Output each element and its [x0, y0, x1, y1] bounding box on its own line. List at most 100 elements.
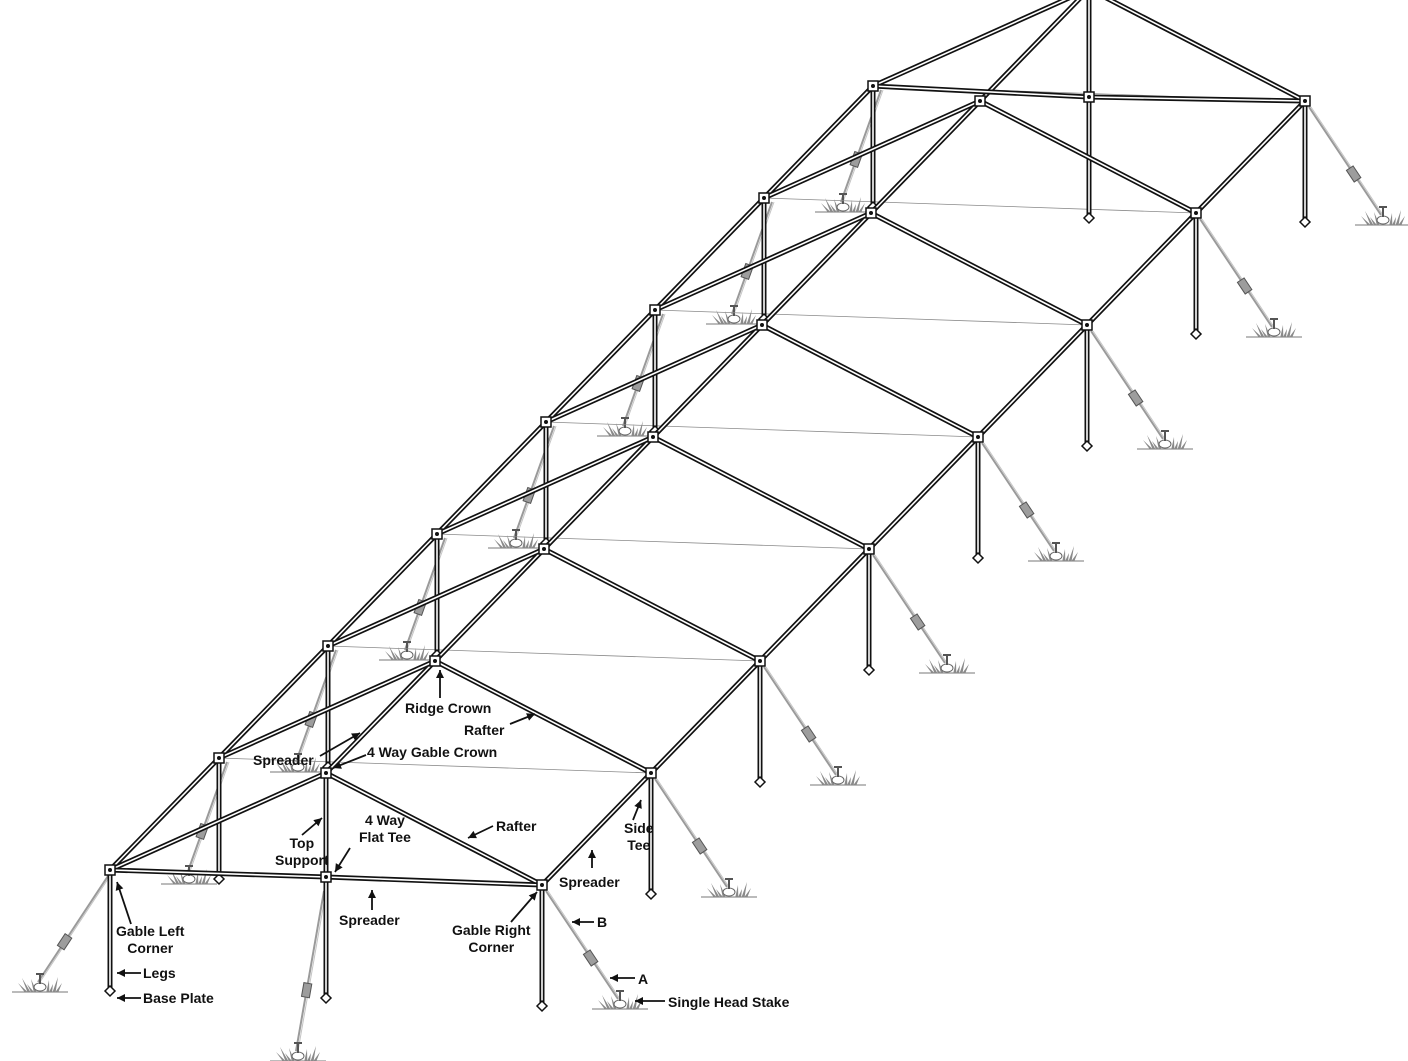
guy-left-3-ground-stake-blade-4	[413, 648, 417, 660]
guy-left-front-ground-stake-blade-7	[55, 983, 62, 992]
guy-left-3-ground-stake-blade-0	[385, 651, 395, 660]
guy-left-3-ground-stake-blade-2	[394, 652, 401, 660]
arrow-spreader-right	[588, 850, 596, 868]
guy-right-1-ratchet	[691, 837, 708, 855]
guy-left-7-strap-edge	[842, 89, 884, 203]
ridge-spreader-5-core	[870, 100, 981, 214]
arrow-4-way-gable-crown-head	[333, 761, 342, 769]
guy-right-5-strap	[1090, 330, 1164, 440]
label-legs: Legs	[143, 965, 176, 981]
arrow-rafter-lower	[467, 825, 494, 839]
guy-gable-front	[295, 890, 327, 1052]
guy-left-1-ground-stake-blade-2	[176, 876, 183, 884]
label-single-head-stake: Single Head Stake	[668, 994, 790, 1010]
arrow-single-head-stake-head	[635, 997, 643, 1005]
rafter-left-0-core	[109, 772, 327, 871]
guy-left-2-ground-stake-blade-7	[313, 763, 320, 772]
spreader-right-3-core	[868, 436, 979, 550]
guy-gable-front-ground-stake-blade-1	[280, 1047, 289, 1061]
guy-left-5-ground-stake	[597, 417, 653, 437]
spreader-left-2-core	[327, 533, 438, 647]
leg-right-7-base-plate	[1298, 215, 1312, 229]
guy-right-3-ground-stake-ring	[940, 663, 954, 673]
guy-right-1-ground-stake-blade-4	[735, 885, 739, 897]
guy-left-3-strap-edge	[406, 537, 448, 651]
guy-right-0-ground-stake-blade-1	[602, 995, 611, 1009]
guy-right-2-ground-stake-blade-4	[844, 773, 848, 785]
fitting-right-3-bolt	[867, 547, 871, 551]
guy-left-2-ground-stake-blade-0	[276, 763, 286, 772]
guy-left-6-ground-stake-blade-2	[721, 316, 728, 324]
guy-left-7-ground-stake-blade-1	[825, 198, 834, 212]
gable-rear-spreader-right-core	[1088, 96, 1306, 102]
guy-right-5-ground-stake	[1137, 430, 1193, 450]
guy-right-6-ground-stake-ring	[1267, 327, 1281, 337]
guy-left-4-ground-stake	[488, 529, 544, 549]
fitting-crown-1-bolt	[433, 659, 437, 663]
fitting-right-1-bolt	[649, 771, 653, 775]
leg-right-0-base-plate	[535, 999, 549, 1013]
label-base-plate: Base Plate	[143, 990, 214, 1006]
guy-right-1-strap-edge	[656, 778, 730, 888]
guy-right-2-ground-stake-blade-1	[820, 771, 829, 785]
arrow-rafter-upper	[509, 713, 536, 725]
tent-frame	[103, 0, 1312, 1013]
eave-line-1	[218, 757, 652, 774]
guy-left-5-ground-stake-blade-0	[603, 427, 613, 436]
guy-right-1-ground-stake-blade-1	[711, 883, 720, 897]
spreader-left-5-core	[654, 197, 765, 311]
ridge-spreader-0-core	[325, 660, 436, 774]
label-top-support-line1: Top	[289, 835, 315, 851]
fitting-rear-flat-tee-bolt	[1087, 95, 1091, 99]
guy-right-6-ground-stake-blade-4	[1280, 325, 1284, 337]
guy-right-2-ground-stake-blade-2	[825, 777, 832, 785]
spreader-left-0-core	[109, 757, 220, 871]
guy-right-7-strap	[1308, 106, 1382, 216]
guy-right-4-ground-stake-blade-7	[1071, 552, 1078, 561]
label-gable-left-corner-line2: Corner	[127, 940, 174, 956]
arrow-single-head-stake	[635, 997, 665, 1005]
guy-left-3-ground-stake	[379, 641, 435, 661]
guy-left-3-ground-stake-blade-6	[419, 645, 425, 660]
arrow-gable-right-corner	[510, 891, 538, 923]
arrow-marker-b	[572, 918, 594, 926]
guy-right-6-strap	[1199, 218, 1273, 328]
guy-gable-front-ground-stake-blade-5	[307, 1053, 311, 1061]
arrow-top-support	[301, 817, 323, 836]
label-4-way-flat-tee-line1: 4 Way	[364, 812, 405, 828]
spreader-right-5-core	[1086, 212, 1197, 326]
fitting-left-5-bolt	[653, 308, 657, 312]
guy-left-1-ground-stake-blade-1	[171, 870, 180, 884]
arrow-ridge-crown	[436, 670, 444, 698]
guy-left-6-ground-stake-blade-5	[743, 316, 747, 324]
guy-right-3-ground-stake-blade-5	[956, 665, 960, 673]
arrow-spreader-bottom-head	[368, 890, 376, 898]
guy-left-4-strap-edge	[515, 425, 557, 539]
fitting-left-7-bolt	[871, 84, 875, 88]
guy-left-1-ground-stake-blade-7	[204, 875, 211, 884]
label-side-tee: Side Tee	[624, 820, 654, 854]
guy-right-5-ground-stake-blade-5	[1174, 441, 1178, 449]
guy-left-1-ground-stake-blade-0	[167, 875, 177, 884]
fitting-left-2-bolt	[326, 644, 330, 648]
arrow-top-support-head	[313, 818, 322, 827]
ridge-spreader-6-core	[979, 0, 1080, 102]
guy-left-1-ground-stake-ring	[182, 874, 196, 884]
fitting-left-1-bolt	[217, 756, 221, 760]
guy-gable-front-ground-stake-blade-6	[310, 1046, 316, 1061]
fitting-right-5-bolt	[1085, 323, 1089, 327]
arrow-side-tee-head	[634, 800, 642, 809]
guy-right-4-strap-edge	[983, 442, 1057, 552]
leg-gable-rear-base-plate	[1082, 211, 1096, 225]
label-top-support-line2: Support	[275, 852, 329, 868]
guy-right-5-ground-stake-blade-7	[1180, 440, 1187, 449]
spreader-left-1-core	[218, 645, 329, 759]
rafter-left-7	[871, 0, 1071, 89]
guy-left-6-ground-stake-ring	[727, 314, 741, 324]
guy-right-0-ground-stake-blade-5	[629, 1001, 633, 1009]
guy-right-1-ground-stake-blade-7	[744, 888, 751, 897]
guy-left-3-ground-stake-ring	[400, 650, 414, 660]
guy-left-7-ground-stake-blade-7	[858, 203, 865, 212]
rafter-left-2-core	[327, 548, 545, 647]
guy-right-2-strap-edge	[765, 666, 839, 776]
